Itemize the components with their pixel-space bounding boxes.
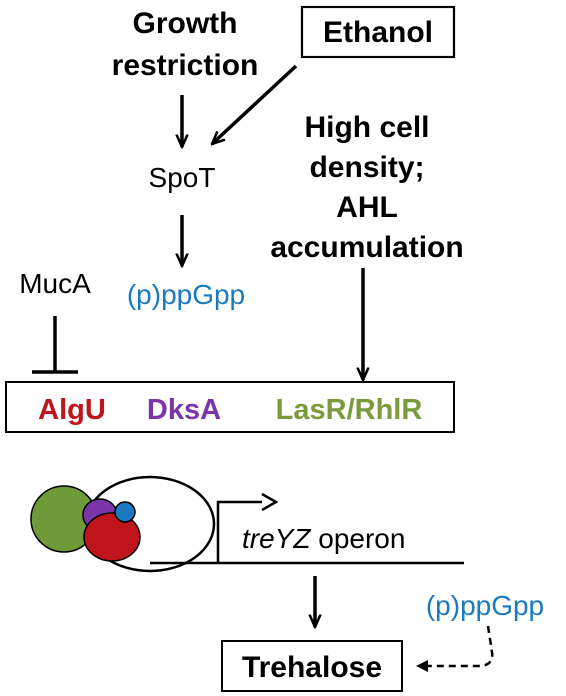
muca-label: MucA (19, 268, 91, 299)
regulator-box (5, 381, 455, 433)
high-density-label-line4: accumulation (270, 231, 463, 264)
blue-subunit-circle (114, 501, 136, 523)
high-density-label-line2: density; (309, 151, 424, 184)
algu-label: AlgU (38, 394, 106, 426)
high-density-label-line1: High cell (304, 111, 429, 144)
ppgpp-bottom-label: (p)ppGpp (426, 590, 544, 621)
trehalose-box (221, 640, 403, 692)
ppgpp-top-label: (p)ppGpp (127, 279, 245, 310)
operon-label: treYZ operon (242, 523, 405, 554)
high-density-label-line3: AHL (336, 191, 398, 224)
promoter-arrow-stem (216, 500, 262, 563)
dksa-label: DksA (147, 394, 221, 426)
red-subunit-ellipse (83, 512, 141, 562)
dashed-arrowhead (416, 660, 428, 672)
trehalose-label: Trehalose (242, 651, 382, 684)
operon-word: operon (310, 523, 405, 554)
operon-gene-name: treYZ (242, 523, 311, 554)
growth-restriction-label-line1: Growth (133, 7, 238, 40)
dashed-arrow-ppgpp-to-trehalose (422, 625, 494, 668)
ethanol-label: Ethanol (323, 16, 433, 49)
growth-restriction-label-line2: restriction (112, 49, 259, 82)
arrow-ethanol-to-spot (212, 64, 298, 144)
lasr-rhlr-label: LasR/RhlR (276, 394, 423, 426)
spot-label: SpoT (149, 162, 216, 193)
promoter-arrowhead (261, 492, 279, 512)
ethanol-box (300, 5, 456, 59)
